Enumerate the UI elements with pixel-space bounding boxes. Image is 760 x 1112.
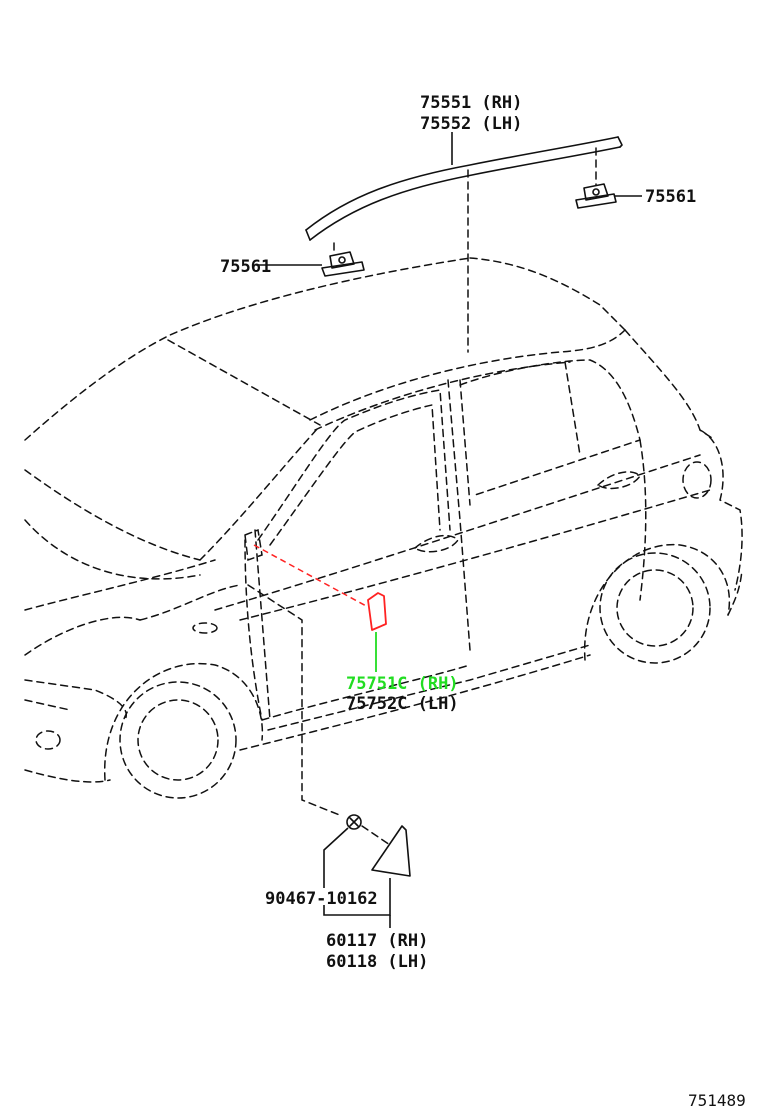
label-mirror-cover-rh: 60117 (RH)	[326, 931, 428, 951]
mirror-cover-shape	[371, 825, 411, 877]
leader-mirror-cover	[323, 878, 391, 916]
leader-screw	[323, 827, 349, 888]
car-body-outline	[24, 257, 743, 799]
label-garnish-lh: 75752C (LH)	[346, 694, 459, 714]
clip-left-shape	[321, 251, 365, 277]
label-roof-molding-lh: 75552 (LH)	[420, 114, 522, 134]
label-roof-molding-rh: 75551 (RH)	[420, 93, 522, 113]
mirror-cover-dashed-guide	[247, 584, 343, 817]
label-garnish-rh: 75751C (RH)	[346, 674, 459, 694]
label-screw: 90467-10162	[265, 889, 378, 909]
screw-shape	[346, 814, 362, 830]
clip-right-shape	[575, 183, 617, 209]
label-clip-right: 75561	[645, 187, 696, 207]
diagram-id: 751489	[688, 1091, 746, 1110]
screw-dashed-guide	[361, 825, 391, 846]
garnish-part-shape	[367, 592, 387, 631]
garnish-dashed-guide	[253, 544, 369, 608]
label-clip-left: 75561	[220, 257, 271, 277]
label-mirror-cover-lh: 60118 (LH)	[326, 952, 428, 972]
roof-molding	[305, 136, 623, 241]
